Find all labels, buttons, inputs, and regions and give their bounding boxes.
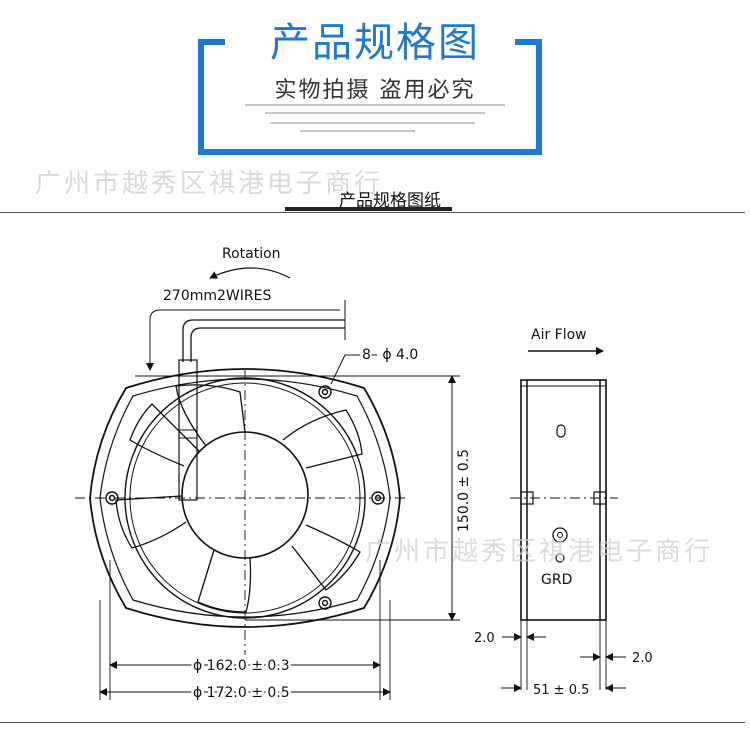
section-underline (285, 207, 452, 211)
height-dimension-label: 150.0 ± 0.5 (456, 449, 472, 532)
depth-dimension-label: 51 ± 0.5 (533, 683, 589, 698)
fan-blades (115, 384, 363, 613)
rotation-label: Rotation (222, 246, 281, 262)
airflow-label: Air Flow (531, 327, 587, 343)
hole-spec-label: 8– ϕ 4.0 (362, 347, 418, 363)
divider-top (0, 212, 745, 213)
venturi-ring (124, 377, 366, 619)
watermark-text: 广州市越秀区祺港电子商行 (35, 169, 384, 199)
divider-bottom (0, 722, 745, 723)
wires-label: 270mm2WIRES (163, 288, 271, 304)
fan-outer-frame (89, 368, 401, 628)
venturi-ring-inner (129, 382, 361, 614)
right-margin-dimension: 2.0 (632, 651, 653, 666)
grd-label: GRD (541, 572, 572, 588)
microtext-line (270, 122, 475, 124)
fan-side-view (501, 347, 626, 692)
rotation-arrow (209, 267, 291, 279)
microtext-line (300, 130, 415, 132)
page-title: 产品规格图 (270, 20, 480, 66)
header-frame (198, 39, 542, 155)
fan-front-view (75, 267, 460, 700)
outer-diameter-label: ϕ 172.0 ± 0.5 (193, 685, 290, 701)
microtext-line (245, 104, 505, 106)
section-title: 产品规格图纸 (339, 191, 441, 211)
watermark-overlay: 广州市越秀区祺港电子商行 (365, 537, 713, 567)
fan-frame-inner-rim (99, 378, 391, 618)
left-margin-dimension: 2.0 (474, 631, 495, 646)
wire-length-arrow (146, 309, 340, 371)
microtext-line (265, 112, 485, 114)
page-subtitle: 实物拍摄 盗用必究 (274, 78, 476, 103)
inner-diameter-label: ϕ 162.0 ± 0.3 (193, 658, 290, 674)
mounting-holes (105, 385, 385, 610)
fan-wires (182, 319, 345, 362)
